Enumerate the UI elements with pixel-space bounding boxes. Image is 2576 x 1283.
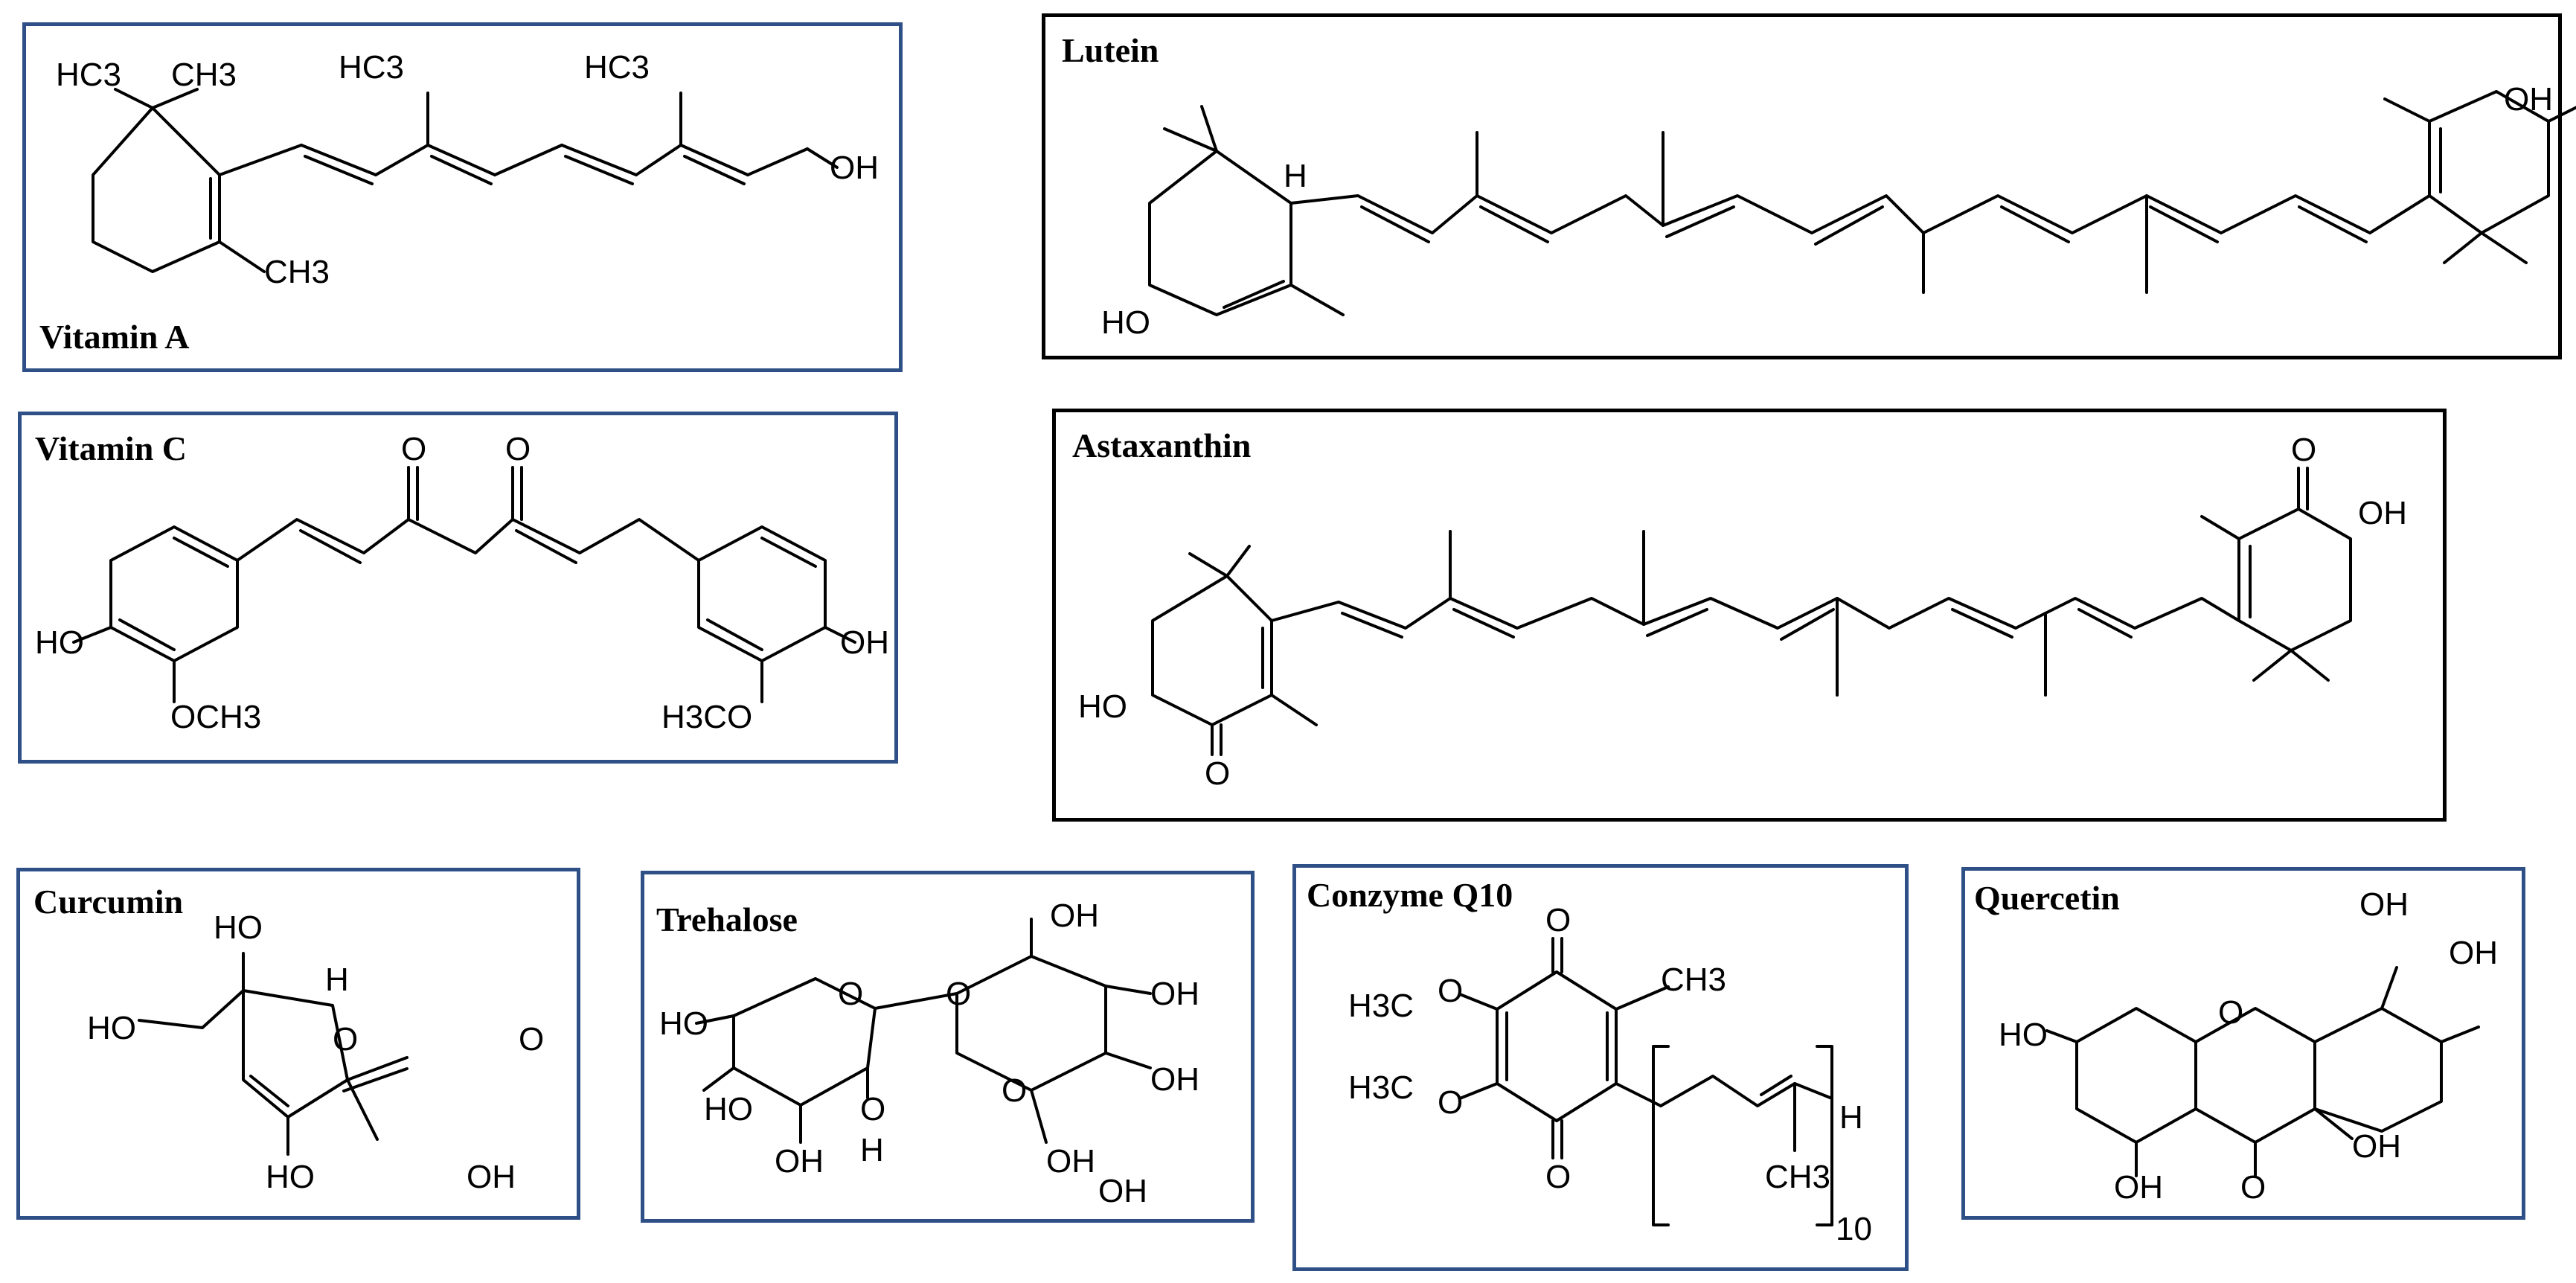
atom-label: HO [35,624,84,661]
panel-quercetin: OH OH HO O OH OH O Quercetin [1961,867,2525,1220]
atom-label: HO [214,909,263,946]
atom-label: HO [659,1005,708,1042]
atom-label: CH3 [264,254,330,290]
atom-label: CH3 [1765,1159,1830,1195]
quercetin-structure: OH OH HO O OH OH O [1999,886,2498,1206]
atom-label: HO [266,1159,315,1195]
atom-label: OH [840,624,889,661]
trehalose-structure: OH HO O O OH O HO OH O H OH OH OH [659,898,1199,1209]
curcumin-structure: HO H HO O O HO OH [87,909,544,1195]
atom-label: HO [1078,688,1127,725]
atom-label: HC3 [339,49,404,86]
atom-label: O [2291,432,2316,468]
atom-label: OH [1050,898,1099,934]
atom-label: H3CO [661,699,752,735]
atom-label: O [1545,902,1571,938]
panel-title: Trehalose [656,900,798,938]
atom-label: H [1839,1099,1863,1136]
atom-label: OH [1098,1173,1147,1209]
atom-label: H [1284,158,1307,194]
atom-label: OH [830,150,879,186]
atom-label: OH [2114,1169,2163,1206]
atom-label: O [2218,994,2243,1031]
coenzyme-q10-structure: O CH3 H3C O H3C O H CH3 O 10 [1348,902,1872,1247]
atom-label: O [333,1021,358,1058]
astaxanthin-structure: O OH HO O [1078,432,2407,792]
panel-title: Astaxanthin [1072,426,1252,464]
panel-trehalose: OH HO O O OH O HO OH O H OH OH OH Trehal… [641,871,1255,1223]
atom-label: O [860,1091,885,1127]
vitamin-a-structure: HC3 CH3 HC3 HC3 OH CH3 [56,49,879,290]
atom-label: HO [87,1010,136,1046]
atom-label: OCH3 [170,699,261,735]
panel-title: Vitamin C [35,429,188,467]
panel-vitamin-c: O O HO OCH3 OH H3CO Vitamin C [18,412,898,764]
atom-label: O [1545,1159,1571,1195]
panel-title: Quercetin [1974,879,2120,917]
atom-label: HO [1101,304,1150,341]
atom-label: O [1002,1072,1027,1109]
atom-label: OH [2352,1128,2401,1165]
vitamin-c-structure: O O HO OCH3 OH H3CO [35,431,889,735]
atom-label: OH [2504,81,2553,118]
atom-label: O [2240,1169,2266,1206]
atom-label: OH [775,1143,824,1180]
atom-label: OH [2359,886,2409,923]
panel-title: Conzyme Q10 [1307,876,1513,914]
atom-label: O [401,431,426,467]
atom-label: OH [1150,976,1199,1012]
atom-label: O [1438,1084,1463,1121]
atom-label: H3C [1348,988,1414,1024]
atom-label: HC3 [56,57,121,93]
panel-coenzyme-q10: O CH3 H3C O H3C O H CH3 O 10 Conzyme Q10 [1292,864,1909,1271]
atom-label: HO [704,1091,753,1127]
panel-title: Curcumin [33,883,184,921]
atom-label: H3C [1348,1069,1414,1106]
atom-label: HO [1999,1017,2048,1053]
atom-label: HC3 [584,49,650,86]
panel-curcumin: HO H HO O O HO OH Curcumin [16,868,580,1220]
atom-label: O [505,431,531,467]
panel-lutein: H HO OH Lutein [1042,13,2576,359]
panel-vitamin-a: HC3 CH3 HC3 HC3 OH CH3 Vitamin A [22,22,903,372]
atom-label: CH3 [1661,962,1726,998]
atom-label: OH [467,1159,516,1195]
atom-label: H [325,962,349,998]
lutein-structure: H HO OH [1101,81,2576,341]
atom-label: 10 [1836,1211,1872,1247]
panel-title: Vitamin A [39,318,190,356]
atom-label: O [838,976,863,1012]
atom-label: O [946,976,971,1012]
panel-title: Lutein [1062,31,1159,69]
atom-label: O [1438,973,1463,1009]
panel-astaxanthin: O OH HO O Astaxanthin [1052,409,2447,822]
atom-label: O [519,1021,544,1058]
atom-label: OH [1046,1143,1095,1180]
atom-label: CH3 [171,57,237,93]
atom-label: OH [2358,495,2407,531]
atom-label: H [860,1132,884,1168]
atom-label: OH [1150,1061,1199,1098]
atom-label: OH [2449,935,2498,971]
atom-label: O [1205,755,1230,792]
